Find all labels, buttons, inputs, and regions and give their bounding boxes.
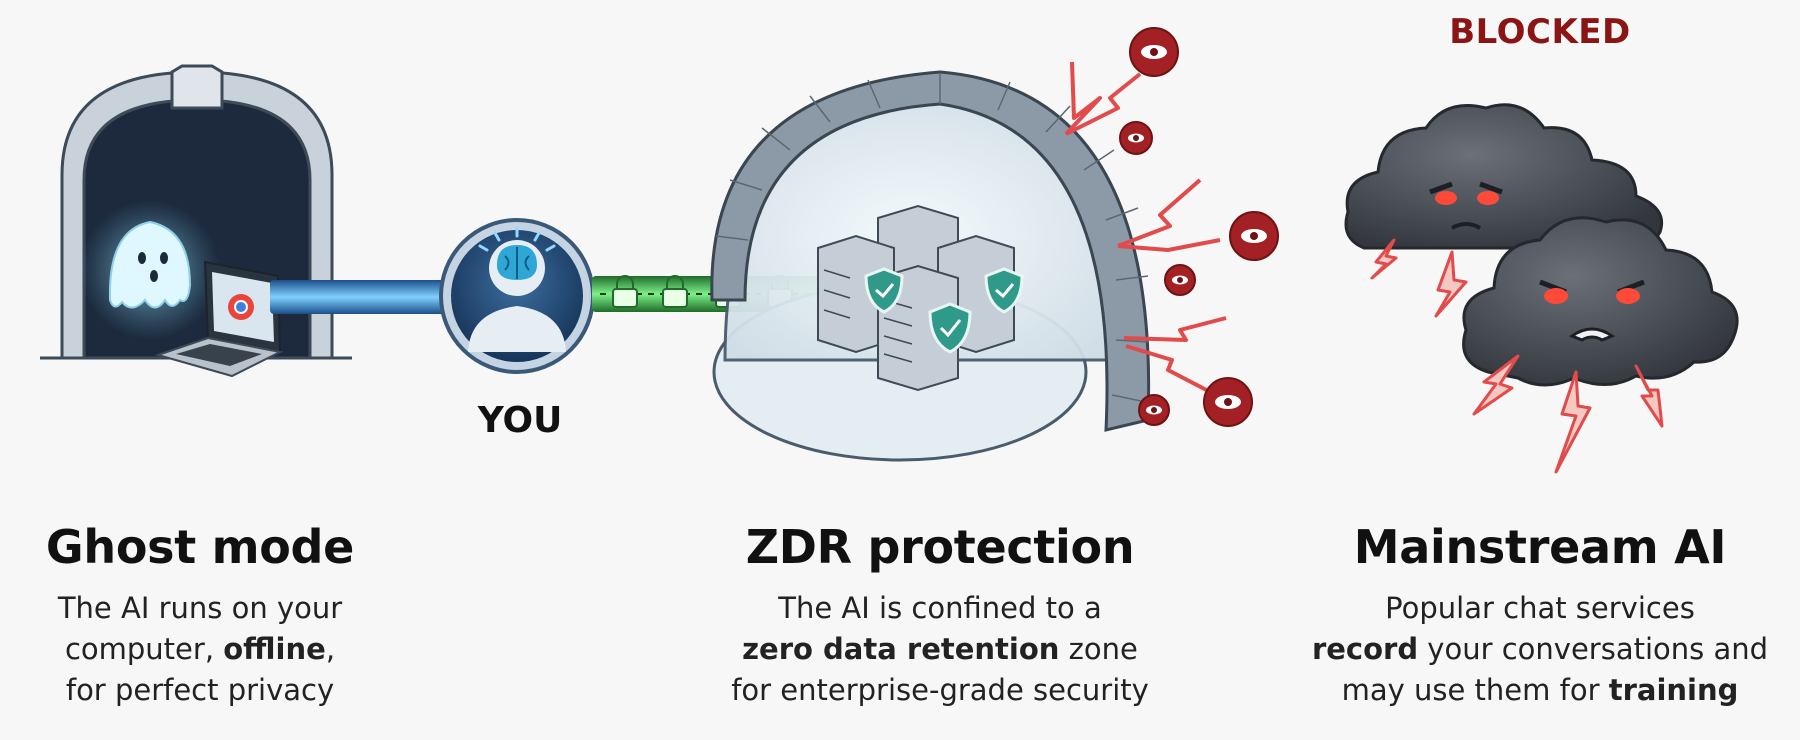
- ghost-mode-title: Ghost mode: [45, 520, 355, 574]
- description-segment: your conversations and: [1418, 632, 1769, 666]
- laptop-icon: [154, 260, 284, 378]
- mainstream-ai-title: Mainstream AI: [1353, 520, 1727, 574]
- shield-icon: [864, 267, 1024, 354]
- lightning-icon: [1064, 61, 1227, 398]
- mainstream-ai-panel: Mainstream AI Popular chat services recor…: [1290, 520, 1790, 711]
- zdr-protection-title: ZDR protection: [745, 520, 1135, 574]
- lightning-icon: [1370, 238, 1664, 474]
- description-segment: zone: [1059, 632, 1138, 666]
- ghost-icon: [80, 200, 220, 340]
- description-segment: training: [1608, 673, 1739, 707]
- you-label: YOU: [477, 400, 563, 441]
- ghost-mode-panel: Ghost mode The AI runs on your computer, …: [0, 520, 400, 711]
- description-segment: computer,: [64, 632, 224, 666]
- description-segment: The AI runs on your: [57, 591, 343, 625]
- zdr-protection-description: The AI is confined to a zero data retenti…: [680, 588, 1200, 711]
- description-segment: The AI is confined to a: [778, 591, 1102, 625]
- description-segment: may use them for: [1341, 673, 1609, 707]
- zdr-protection-panel: ZDR protection The AI is confined to a ze…: [680, 520, 1200, 711]
- angry-cloud-icon: [1462, 216, 1739, 387]
- description-segment: Popular chat services: [1385, 591, 1695, 625]
- user-brain-icon: [439, 218, 595, 374]
- blocked-label: BLOCKED: [1449, 12, 1631, 52]
- privacy-comparison-illustration: [40, 27, 1739, 474]
- description-segment: for perfect privacy: [65, 673, 335, 707]
- description-segment: offline: [223, 632, 326, 666]
- local-connection-beam: [270, 280, 448, 314]
- description-segment: ,: [325, 632, 336, 666]
- description-segment: zero data retention: [742, 632, 1060, 666]
- mainstream-ai-description: Popular chat services record your convers…: [1290, 588, 1790, 711]
- description-segment: for enterprise-grade security: [731, 673, 1149, 707]
- eye-icon: [1119, 27, 1279, 427]
- description-segment: record: [1311, 632, 1419, 666]
- ghost-mode-description: The AI runs on your computer, offline, for…: [0, 588, 400, 711]
- angry-cloud-icon: [1344, 103, 1663, 250]
